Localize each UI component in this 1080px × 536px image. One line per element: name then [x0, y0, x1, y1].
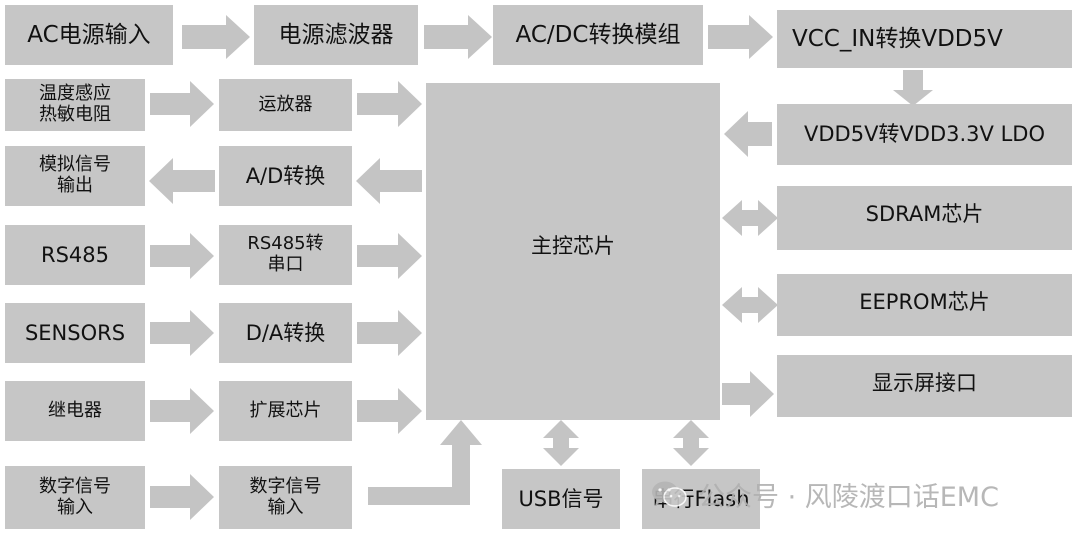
ldo-box: VDD5V转VDD3.3V LDO	[777, 104, 1072, 165]
arrow-ac-to-filter	[182, 15, 250, 59]
eeprom-label: EEPROM芯片	[859, 290, 990, 314]
analog-output-label-2: 输出	[57, 175, 93, 196]
rs485-serial-label-1: RS485转	[247, 233, 324, 255]
power-filter-label: 电源滤波器	[278, 21, 394, 48]
digital-input-right-label-1: 数字信号	[249, 475, 322, 497]
analog-output-label-1: 模拟信号	[39, 154, 111, 176]
usb-signal-label: USB信号	[518, 486, 604, 511]
arrow-sensors-to-da	[150, 310, 214, 356]
opamp-box: 运放器	[219, 79, 352, 131]
digital-input-box-left: 数字信号 输入	[5, 466, 145, 529]
expansion-chip-label: 扩展芯片	[249, 399, 322, 421]
arrow-acdc-to-vcc	[708, 15, 773, 59]
sensors-box: SENSORS	[5, 303, 145, 363]
rs485-box: RS485	[5, 225, 145, 285]
sdram-box: SDRAM芯片	[777, 186, 1072, 250]
analog-output-box: 模拟信号 输出	[5, 146, 145, 206]
sensors-label: SENSORS	[24, 320, 126, 345]
sdram-label: SDRAM芯片	[865, 202, 984, 226]
relay-box: 继电器	[5, 381, 145, 441]
ac-power-input-box: AC电源输入	[5, 5, 173, 65]
acdc-module-label: AC/DC转换模组	[515, 21, 681, 48]
acdc-module-box: AC/DC转换模组	[493, 5, 703, 65]
usb-signal-box: USB信号	[502, 469, 620, 529]
vcc-to-vdd5v-box: VCC_IN转换VDD5V	[777, 10, 1072, 68]
arrow-expansion-to-main	[357, 388, 422, 434]
arrow-rs485-to-converter	[150, 233, 214, 279]
arrow-main-to-ad	[356, 158, 422, 204]
display-interface-label: 显示屏接口	[872, 371, 977, 395]
watermark-text: 公众号 · 风陵渡口话EMC	[698, 481, 999, 513]
arrow-ad-to-analog	[149, 158, 215, 204]
arrow-main-eeprom	[722, 287, 778, 323]
rs485-serial-box: RS485转 串口	[219, 225, 352, 285]
da-convert-box: D/A转换	[219, 303, 352, 363]
main-chip-label: 主控芯片	[531, 234, 615, 259]
power-filter-box: 电源滤波器	[254, 5, 418, 65]
watermark: 公众号 · 风陵渡口话EMC	[650, 475, 999, 513]
ad-convert-box: A/D转换	[219, 146, 352, 206]
arrow-relay-to-expansion	[150, 388, 214, 434]
arrow-filter-to-acdc	[424, 15, 492, 59]
ac-power-input-label: AC电源输入	[27, 21, 151, 48]
da-convert-label: D/A转换	[245, 320, 326, 345]
digital-input-box-right: 数字信号 输入	[219, 466, 352, 529]
arrow-ldo-to-main	[724, 111, 772, 157]
digital-input-left-label-2: 输入	[57, 496, 93, 518]
arrow-vcc-to-ldo	[893, 70, 933, 106]
digital-input-right-label-2: 输入	[267, 496, 304, 518]
rs485-serial-label-2: 串口	[267, 254, 304, 275]
arrow-main-to-display	[722, 371, 774, 417]
temp-sensor-box: 温度感应 热敏电阻	[5, 79, 145, 131]
arrow-opamp-to-main	[357, 81, 422, 127]
temp-sensor-label-1: 温度感应	[39, 83, 111, 105]
arrow-digital-to-digital	[150, 474, 214, 520]
arrow-digital-to-main	[368, 420, 482, 505]
rs485-label: RS485	[40, 242, 109, 267]
display-interface-box: 显示屏接口	[777, 355, 1072, 417]
relay-label: 继电器	[48, 399, 102, 421]
arrow-temp-to-opamp	[150, 81, 214, 127]
ad-convert-label: A/D转换	[245, 163, 326, 188]
digital-input-left-label-1: 数字信号	[39, 475, 111, 497]
arrow-da-to-main	[357, 310, 422, 356]
wechat-icon	[650, 479, 688, 509]
opamp-label: 运放器	[258, 93, 313, 115]
vcc-to-vdd5v-label: VCC_IN转换VDD5V	[792, 25, 1003, 52]
arrow-main-sdram	[722, 200, 778, 236]
ldo-label: VDD5V转VDD3.3V LDO	[804, 122, 1045, 147]
main-chip-box: 主控芯片	[426, 83, 720, 420]
arrow-main-usb	[543, 420, 579, 466]
temp-sensor-label-2: 热敏电阻	[39, 104, 111, 125]
arrow-converter-to-main	[357, 233, 422, 279]
arrow-main-flash	[673, 420, 709, 466]
expansion-chip-box: 扩展芯片	[219, 381, 352, 441]
eeprom-box: EEPROM芯片	[777, 274, 1072, 336]
